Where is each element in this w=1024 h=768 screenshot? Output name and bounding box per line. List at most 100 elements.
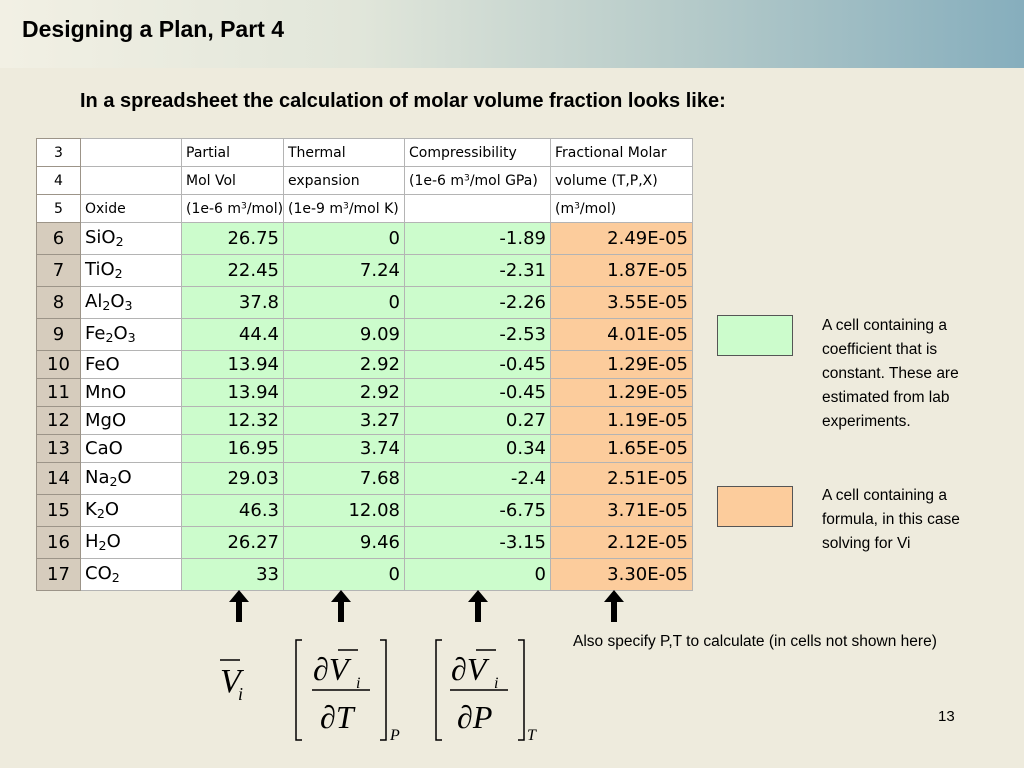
oxide-cell[interactable]: TiO2 bbox=[80, 254, 182, 287]
fractional-molar-volume-cell[interactable]: 3.55E-05 bbox=[550, 286, 693, 319]
header-cell[interactable] bbox=[80, 166, 182, 195]
svg-text:∂V: ∂V bbox=[313, 651, 352, 687]
mol-vol-cell[interactable]: 29.03 bbox=[181, 462, 284, 495]
header-cell[interactable]: (1e-6 m3/mol GPa) bbox=[404, 166, 551, 195]
oxide-cell[interactable]: H2O bbox=[80, 526, 182, 559]
svg-text:∂V: ∂V bbox=[451, 651, 490, 687]
mol-vol-cell[interactable]: 26.27 bbox=[181, 526, 284, 559]
header-cell[interactable]: (1e-9 m3/mol K) bbox=[283, 194, 405, 223]
header-cell[interactable]: Oxide bbox=[80, 194, 182, 223]
thermal-expansion-cell[interactable]: 3.27 bbox=[283, 406, 405, 435]
mol-vol-cell[interactable]: 13.94 bbox=[181, 350, 284, 379]
row-number[interactable]: 5 bbox=[36, 194, 81, 223]
thermal-expansion-cell[interactable]: 0 bbox=[283, 558, 405, 591]
header-cell[interactable]: volume (T,P,X) bbox=[550, 166, 693, 195]
fractional-molar-volume-cell[interactable]: 1.65E-05 bbox=[550, 434, 693, 463]
header-cell[interactable]: Compressibility bbox=[404, 138, 551, 167]
mol-vol-cell[interactable]: 26.75 bbox=[181, 222, 284, 255]
header-cell[interactable]: Thermal bbox=[283, 138, 405, 167]
fractional-molar-volume-cell[interactable]: 2.12E-05 bbox=[550, 526, 693, 559]
fractional-molar-volume-cell[interactable]: 3.71E-05 bbox=[550, 494, 693, 527]
fractional-molar-volume-cell[interactable]: 2.49E-05 bbox=[550, 222, 693, 255]
compressibility-cell[interactable]: 0.27 bbox=[404, 406, 551, 435]
oxide-cell[interactable]: MgO bbox=[80, 406, 182, 435]
compressibility-cell[interactable]: -2.31 bbox=[404, 254, 551, 287]
compressibility-cell[interactable]: -2.26 bbox=[404, 286, 551, 319]
fractional-molar-volume-cell[interactable]: 1.87E-05 bbox=[550, 254, 693, 287]
mol-vol-cell[interactable]: 37.8 bbox=[181, 286, 284, 319]
row-number[interactable]: 8 bbox=[36, 286, 81, 319]
header-cell[interactable]: Fractional Molar bbox=[550, 138, 693, 167]
header-cell[interactable]: Partial bbox=[181, 138, 284, 167]
slide-header: Designing a Plan, Part 4 bbox=[0, 0, 1024, 68]
compressibility-cell[interactable]: -0.45 bbox=[404, 378, 551, 407]
fractional-molar-volume-cell[interactable]: 2.51E-05 bbox=[550, 462, 693, 495]
compressibility-cell[interactable]: -0.45 bbox=[404, 350, 551, 379]
oxide-cell[interactable]: Al2O3 bbox=[80, 286, 182, 319]
row-number[interactable]: 4 bbox=[36, 166, 81, 195]
compressibility-cell[interactable]: -2.53 bbox=[404, 318, 551, 351]
header-cell[interactable]: (1e-6 m3/mol) bbox=[181, 194, 284, 223]
fractional-molar-volume-cell[interactable]: 3.30E-05 bbox=[550, 558, 693, 591]
row-number[interactable]: 13 bbox=[36, 434, 81, 463]
row-number[interactable]: 9 bbox=[36, 318, 81, 351]
compressibility-cell[interactable]: 0 bbox=[404, 558, 551, 591]
compressibility-cell[interactable]: -2.4 bbox=[404, 462, 551, 495]
header-cell[interactable]: Mol Vol bbox=[181, 166, 284, 195]
row-number[interactable]: 7 bbox=[36, 254, 81, 287]
row-number[interactable]: 17 bbox=[36, 558, 81, 591]
row-number[interactable]: 12 bbox=[36, 406, 81, 435]
oxide-cell[interactable]: CO2 bbox=[80, 558, 182, 591]
legend-formula-text: A cell containing a formula, in this cas… bbox=[822, 487, 960, 552]
header-cell[interactable] bbox=[404, 194, 551, 223]
oxide-cell[interactable]: K2O bbox=[80, 494, 182, 527]
row-number[interactable]: 6 bbox=[36, 222, 81, 255]
thermal-expansion-cell[interactable]: 0 bbox=[283, 222, 405, 255]
oxide-cell[interactable]: Na2O bbox=[80, 462, 182, 495]
row-number[interactable]: 14 bbox=[36, 462, 81, 495]
thermal-expansion-cell[interactable]: 7.68 bbox=[283, 462, 405, 495]
thermal-expansion-cell[interactable]: 7.24 bbox=[283, 254, 405, 287]
row-number[interactable]: 11 bbox=[36, 378, 81, 407]
mol-vol-cell[interactable]: 12.32 bbox=[181, 406, 284, 435]
mol-vol-cell[interactable]: 13.94 bbox=[181, 378, 284, 407]
row-number[interactable]: 16 bbox=[36, 526, 81, 559]
mol-vol-cell[interactable]: 16.95 bbox=[181, 434, 284, 463]
oxide-cell[interactable]: SiO2 bbox=[80, 222, 182, 255]
fractional-molar-volume-cell[interactable]: 1.19E-05 bbox=[550, 406, 693, 435]
compressibility-cell[interactable]: 0.34 bbox=[404, 434, 551, 463]
row-number[interactable]: 15 bbox=[36, 494, 81, 527]
row-number[interactable]: 3 bbox=[36, 138, 81, 167]
oxide-cell[interactable]: MnO bbox=[80, 378, 182, 407]
thermal-expansion-cell[interactable]: 12.08 bbox=[283, 494, 405, 527]
thermal-expansion-cell[interactable]: 9.46 bbox=[283, 526, 405, 559]
thermal-expansion-cell[interactable]: 2.92 bbox=[283, 378, 405, 407]
compressibility-cell[interactable]: -6.75 bbox=[404, 494, 551, 527]
oxide-cell[interactable]: FeO bbox=[80, 350, 182, 379]
fractional-molar-volume-cell[interactable]: 1.29E-05 bbox=[550, 378, 693, 407]
compressibility-derivative-symbol: ∂V i ∂P T bbox=[435, 639, 537, 744]
mol-vol-cell[interactable]: 44.4 bbox=[181, 318, 284, 351]
mol-vol-cell[interactable]: 33 bbox=[181, 558, 284, 591]
compressibility-cell[interactable]: -1.89 bbox=[404, 222, 551, 255]
thermal-expansion-cell[interactable]: 9.09 bbox=[283, 318, 405, 351]
oxide-cell[interactable]: Fe2O3 bbox=[80, 318, 182, 351]
header-cell[interactable]: expansion bbox=[283, 166, 405, 195]
mol-vol-cell[interactable]: 46.3 bbox=[181, 494, 284, 527]
header-cell[interactable] bbox=[80, 138, 182, 167]
row-number[interactable]: 10 bbox=[36, 350, 81, 379]
header-cell[interactable]: (m3/mol) bbox=[550, 194, 693, 223]
svg-text:T: T bbox=[527, 727, 537, 744]
oxide-cell[interactable]: CaO bbox=[80, 434, 182, 463]
fractional-molar-volume-cell[interactable]: 1.29E-05 bbox=[550, 350, 693, 379]
mol-vol-cell[interactable]: 22.45 bbox=[181, 254, 284, 287]
svg-text:P: P bbox=[389, 727, 400, 744]
thermal-expansion-cell[interactable]: 0 bbox=[283, 286, 405, 319]
thermal-expansion-cell[interactable]: 3.74 bbox=[283, 434, 405, 463]
thermal-expansion-cell[interactable]: 2.92 bbox=[283, 350, 405, 379]
fractional-molar-volume-cell[interactable]: 4.01E-05 bbox=[550, 318, 693, 351]
compressibility-cell[interactable]: -3.15 bbox=[404, 526, 551, 559]
